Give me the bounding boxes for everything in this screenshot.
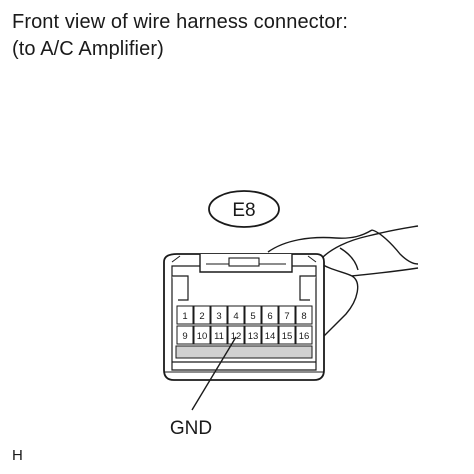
pin-cell-3 <box>210 305 228 325</box>
pin-cell-1 <box>176 305 194 325</box>
pin-cell-7 <box>278 305 296 325</box>
gnd-label: GND <box>170 418 212 439</box>
pin-label-3: 3 <box>216 311 221 322</box>
pin-cell-4 <box>227 305 245 325</box>
pin-label-5: 5 <box>250 311 255 322</box>
pin-label-7: 7 <box>284 311 289 322</box>
connector-id-callout: E8 <box>208 190 280 228</box>
pin-cell-12 <box>227 325 245 345</box>
pin-cell-5 <box>244 305 262 325</box>
pin-label-8: 8 <box>301 311 306 322</box>
gnd-leader-line <box>191 336 237 411</box>
pin-row-bottom: 9 10 11 12 13 14 15 16 <box>176 325 313 345</box>
caption-line-1: Front view of wire harness connector: <box>12 11 349 33</box>
pin-cell-13 <box>244 325 262 345</box>
pin-cell-15 <box>278 325 296 345</box>
pin-label-12: 12 <box>231 331 242 342</box>
pin-label-11: 11 <box>214 331 224 342</box>
pin-label-1: 1 <box>182 311 187 322</box>
pin-label-4: 4 <box>233 311 238 322</box>
pin-label-6: 6 <box>267 311 272 322</box>
pin-label-10: 10 <box>197 331 208 342</box>
pin-label-9: 9 <box>182 331 187 342</box>
wire-harness <box>267 225 419 337</box>
pin-label-16: 16 <box>299 331 310 342</box>
pin-grid: 1 2 3 4 5 6 7 8 9 10 11 12 13 14 15 16 <box>176 305 313 345</box>
pin-cell-2 <box>193 305 211 325</box>
pin-cell-8 <box>295 305 313 325</box>
diagram-caption: Front view of wire harness connector: (t… <box>12 9 348 63</box>
pin-label-15: 15 <box>282 331 293 342</box>
pin-label-2: 2 <box>199 311 204 322</box>
pin-cell-11 <box>210 325 228 345</box>
pin-cell-10 <box>193 325 211 345</box>
pin-label-13: 13 <box>248 331 259 342</box>
pin-cell-14 <box>261 325 279 345</box>
pin-cell-16 <box>295 325 313 345</box>
connector-key-band <box>175 345 313 359</box>
caption-line-2: (to A/C Amplifier) <box>12 38 164 60</box>
connector-id-bubble <box>208 190 280 228</box>
pin-cell-6 <box>261 305 279 325</box>
pin-row-top: 1 2 3 4 5 6 7 8 <box>176 305 313 325</box>
pin-cell-9 <box>176 325 194 345</box>
figure-corner-mark: H <box>12 447 23 464</box>
connector-id-label: E8 <box>232 200 255 221</box>
gnd-callout: GND <box>170 336 237 439</box>
pin-label-14: 14 <box>265 331 276 342</box>
